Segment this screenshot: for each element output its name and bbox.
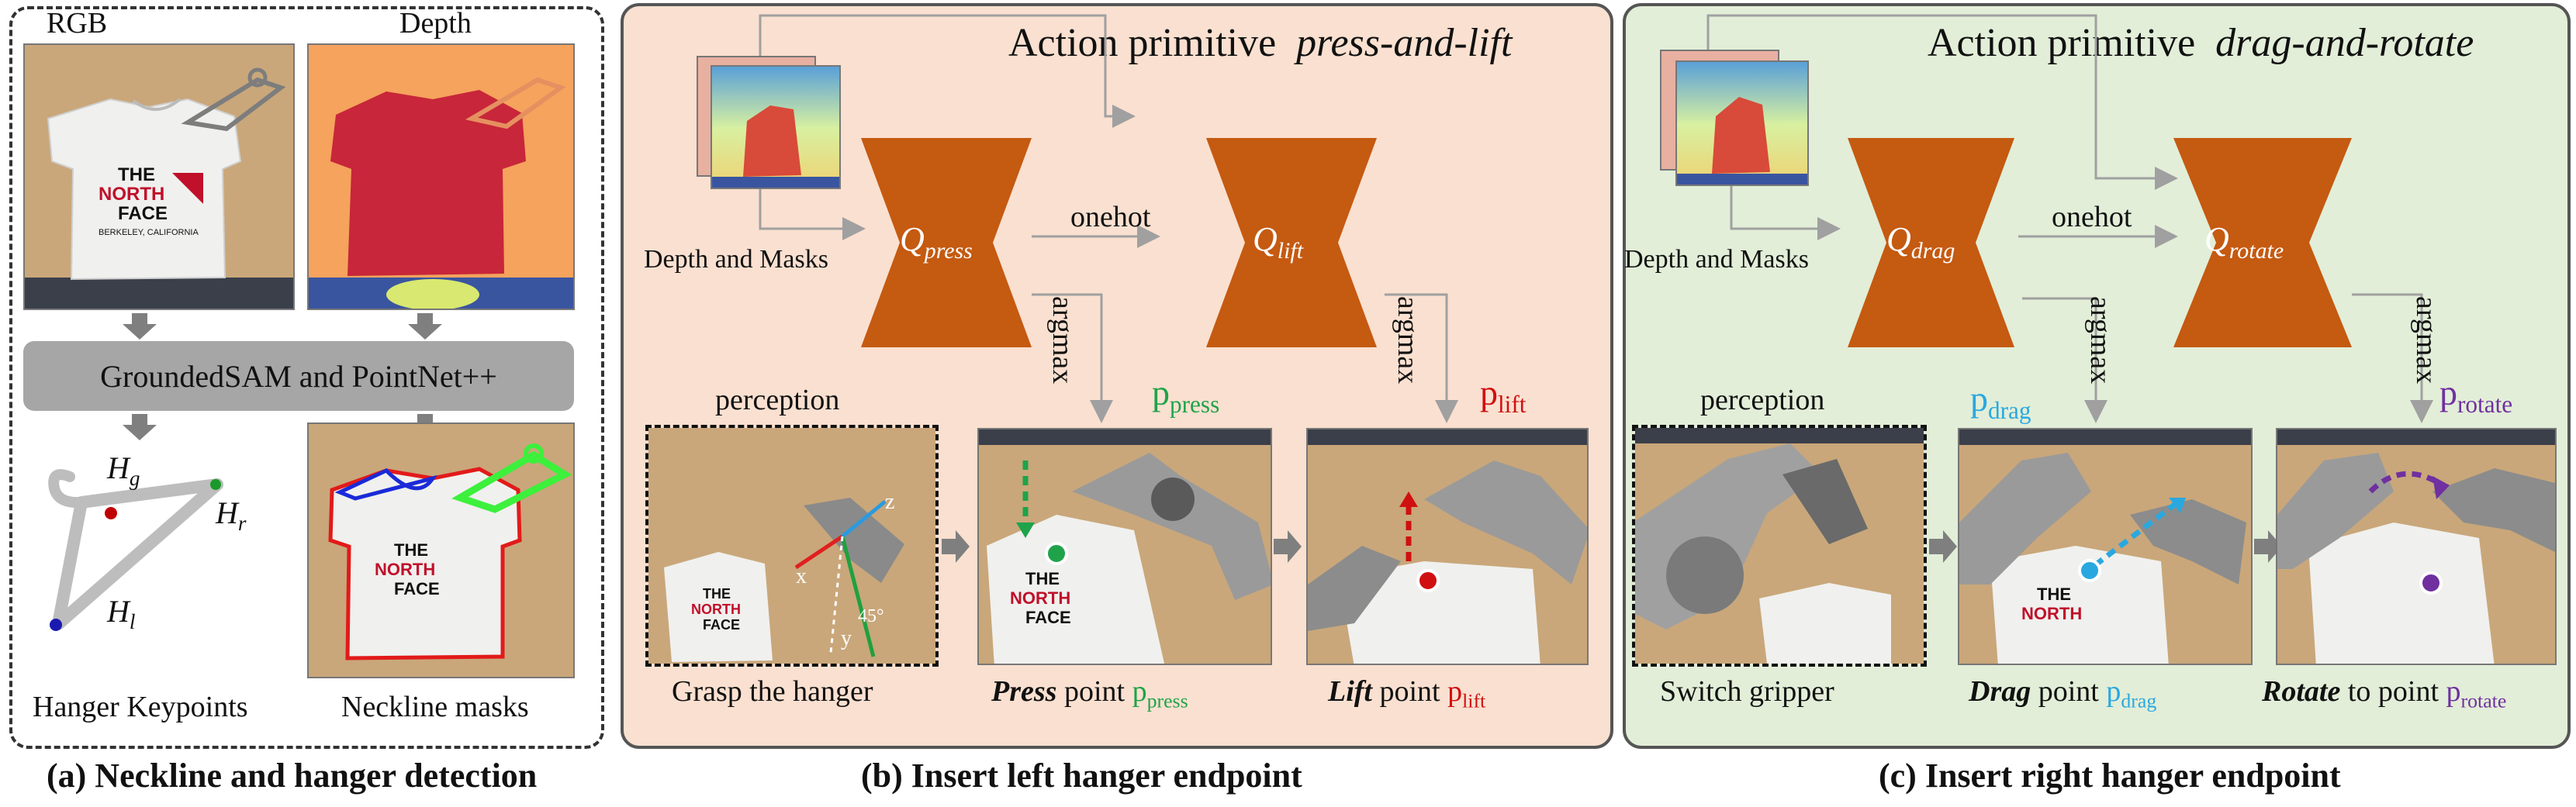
panel-c-title: Action primitive drag-and-rotate (1928, 21, 2474, 65)
right-arrow-icon (1274, 530, 1302, 563)
groundedsam-pointnet-box: GroundedSAM and PointNet++ (23, 341, 574, 411)
lift-image (1306, 428, 1589, 665)
keypoint-l-label: Hl (107, 594, 136, 633)
p-drag-label: pdrag (1970, 379, 2031, 425)
perception-box (1632, 425, 1927, 667)
p-rotate-label: protate (2439, 373, 2513, 419)
lift-point-caption: Lift point plift (1328, 675, 1486, 712)
drag-point-caption: Drag point pdrag (1969, 675, 2157, 712)
keypoint-r (210, 479, 221, 490)
svg-text:FACE: FACE (1025, 608, 1071, 627)
caption-c: (c) Insert right hanger endpoint (1879, 757, 2341, 795)
down-arrow-icon (408, 313, 442, 340)
drag-image: THE NORTH (1958, 428, 2253, 665)
q-rotate-label: Qrotate (2204, 220, 2284, 264)
axis-y-label: y (841, 626, 852, 650)
svg-text:NORTH: NORTH (375, 560, 435, 579)
svg-text:NORTH: NORTH (2021, 604, 2082, 623)
hanger-keypoints-label: Hanger Keypoints (33, 691, 248, 723)
argmax-label: argmax (2084, 296, 2117, 385)
svg-text:FACE: FACE (394, 579, 440, 598)
q-drag-network: Qdrag (1848, 138, 2014, 347)
q-lift-network: Qlift (1206, 138, 1377, 347)
switch-gripper-caption: Switch gripper (1660, 675, 1834, 708)
svg-text:BERKELEY, CALIFORNIA: BERKELEY, CALIFORNIA (99, 228, 199, 237)
depth-label: Depth (399, 7, 472, 40)
depth-image (307, 43, 575, 310)
q-rotate-network: Qrotate (2173, 138, 2352, 347)
neckline-masks-label: Neckline masks (341, 691, 529, 723)
axis-z-label: z (885, 490, 895, 514)
p-press-label: ppress (1152, 373, 1220, 419)
keypoint-l (50, 619, 62, 631)
caption-b: (b) Insert left hanger endpoint (861, 757, 1302, 795)
axis-x-label: x (796, 564, 807, 588)
panel-c-flow-arrows (1706, 14, 2433, 423)
down-arrow-icon (123, 313, 157, 340)
grasp-hanger-caption: Grasp the hanger (672, 675, 873, 708)
press-point-caption: Press point ppress (991, 675, 1188, 712)
argmax-label: argmax (1392, 296, 1424, 385)
hanger-keypoints-diagram: Hg Hr Hl (23, 442, 295, 674)
caption-a: (a) Neckline and hanger detection (47, 757, 538, 795)
rgb-image: THE NORTH FACE BERKELEY, CALIFORNIA (23, 43, 295, 310)
p-lift-label: plift (1480, 373, 1527, 419)
svg-text:THE: THE (703, 586, 731, 602)
perception-label: perception (715, 384, 840, 416)
svg-text:FACE: FACE (703, 617, 740, 633)
onehot-label: onehot (1070, 201, 1151, 233)
depth-masks-label: Depth and Masks (1624, 245, 1809, 274)
rotate-image (2276, 428, 2557, 665)
perception-label: perception (1700, 384, 1825, 416)
right-arrow-icon (1929, 530, 1957, 563)
argmax-label: argmax (2410, 296, 2443, 385)
press-image: THE NORTH FACE (977, 428, 1272, 665)
q-drag-label: Qdrag (1886, 220, 1955, 264)
svg-text:NORTH: NORTH (99, 184, 164, 205)
q-press-label: Qpress (900, 220, 973, 264)
depth-masks-label: Depth and Masks (644, 245, 828, 274)
svg-text:NORTH: NORTH (1010, 588, 1070, 608)
neckline-masks-image: THE NORTH FACE (307, 422, 575, 678)
svg-text:THE: THE (394, 540, 428, 560)
down-arrow-icon (123, 414, 157, 440)
angle-label: 45° (858, 606, 884, 626)
svg-text:FACE: FACE (118, 203, 168, 224)
panel-b-title: Action primitive press-and-lift (1008, 21, 1513, 65)
svg-text:THE: THE (1025, 569, 1060, 588)
perception-box: THE NORTH FACE x z y 45° (645, 425, 939, 667)
argmax-label: argmax (1046, 296, 1079, 385)
depth-masks-image (711, 65, 841, 189)
svg-text:THE: THE (2037, 585, 2071, 604)
shirt-logo-text: THE (118, 164, 155, 185)
q-lift-label: Qlift (1253, 220, 1304, 264)
keypoint-g (105, 507, 117, 519)
right-arrow-icon (2254, 530, 2282, 563)
keypoint-r-label: Hr (216, 495, 247, 535)
rgb-label: RGB (47, 7, 108, 40)
q-press-network: Qpress (861, 138, 1032, 347)
process-box-label: GroundedSAM and PointNet++ (100, 358, 497, 394)
depth-masks-image (1675, 60, 1809, 186)
svg-text:NORTH: NORTH (691, 602, 741, 617)
panel-b-flow-arrows (759, 14, 1458, 423)
onehot-label: onehot (2052, 201, 2132, 233)
rotate-point-caption: Rotate to point protate (2262, 675, 2507, 712)
right-arrow-icon (942, 530, 970, 563)
keypoint-g-label: Hg (107, 450, 140, 490)
